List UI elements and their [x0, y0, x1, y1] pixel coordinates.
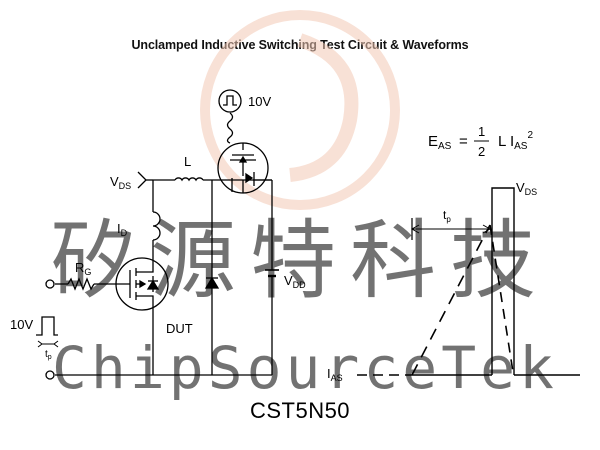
pulse-amplitude-label: 10V	[10, 317, 33, 332]
waveform-tp-label: tp	[443, 208, 451, 224]
circuit-labels: VDS L ID RG DUT VDD 10V 10V tp	[10, 94, 306, 361]
watermark-chinese: 矽源特科技	[50, 211, 550, 311]
waveform: tp VDS IAS	[327, 180, 580, 383]
part-number: CST5N50	[249, 398, 351, 423]
formula-denominator: 2	[478, 144, 485, 159]
gate-drive-coupling	[226, 112, 234, 144]
watermark-logo-swirl	[289, 33, 359, 182]
current-ramp-down	[489, 224, 514, 373]
gate-drive-label: 10V	[248, 94, 271, 109]
pulse-tp-label: tp	[45, 349, 52, 361]
gate-resistor	[67, 277, 95, 291]
waveform-ias-label: IAS	[327, 366, 343, 383]
driver-body-diode	[245, 172, 254, 184]
current-probe-loop	[152, 211, 161, 241]
formula-numerator: 1	[478, 124, 485, 139]
gate-terminal	[45, 279, 55, 289]
gate-drive-source	[218, 89, 242, 113]
formula-rhs: L IAS2	[498, 130, 533, 152]
inductor-label: L	[184, 154, 191, 169]
rg-label: RG	[75, 260, 91, 277]
watermark-logo-ring	[200, 10, 400, 210]
watermark-english: ChipSourceTek	[52, 334, 558, 402]
energy-formula: EAS = 1 2 L IAS2	[428, 124, 533, 159]
formula-equals: =	[459, 133, 468, 150]
vds-label: VDS	[110, 174, 131, 191]
vds-terminal-arrow	[137, 171, 147, 189]
watermark: 矽源特科技 ChipSourceTek	[50, 10, 558, 402]
ground-terminal	[45, 370, 55, 380]
waveform-vds-label: VDS	[516, 180, 537, 197]
formula-lhs: EAS	[428, 133, 452, 152]
dut-label: DUT	[166, 321, 193, 336]
circuit	[36, 89, 279, 380]
vdd-label: VDD	[284, 273, 306, 290]
dut-body-diode	[146, 279, 160, 290]
vds-pulse	[491, 187, 515, 375]
current-ramp-up	[411, 224, 491, 376]
pulse-waveform-icon	[36, 316, 58, 336]
inductor-coil	[174, 177, 204, 182]
id-label: ID	[117, 221, 128, 238]
